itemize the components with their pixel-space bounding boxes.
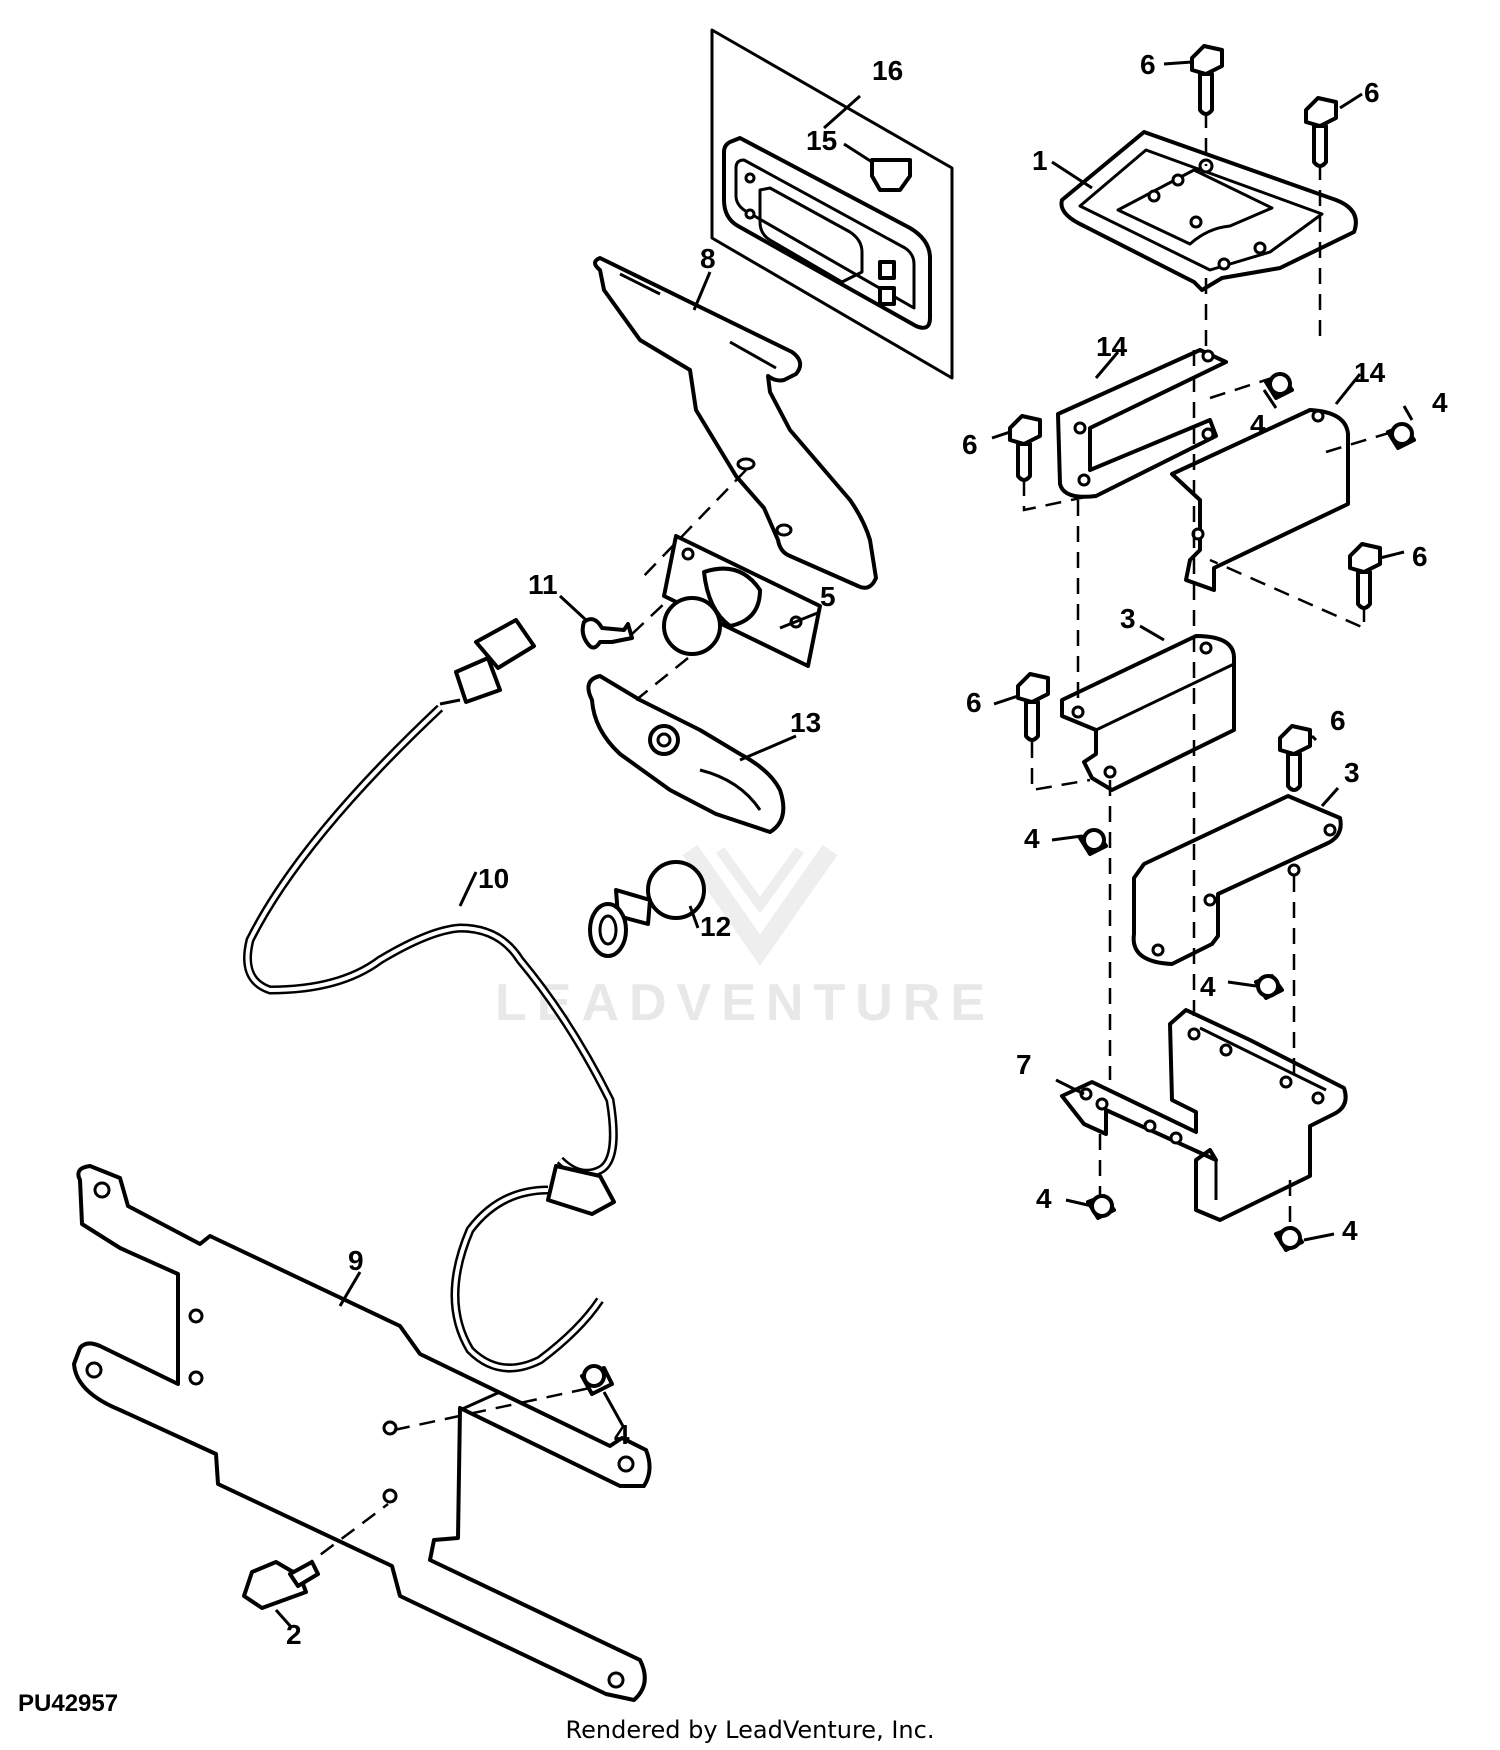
callout-14-right: 14 <box>1354 357 1386 388</box>
bracket-8 <box>593 256 878 590</box>
nut-4-a <box>1264 372 1294 400</box>
callout-4-plate: 4 <box>614 1419 630 1450</box>
display-panel-16 <box>710 28 954 380</box>
callout-14-left: 14 <box>1096 331 1128 362</box>
bracket-3-upper <box>1060 634 1236 792</box>
nut-4-f <box>1274 1226 1304 1252</box>
callout-1: 1 <box>1032 145 1048 176</box>
callout-6-mid-b: 6 <box>1412 541 1428 572</box>
harness-10 <box>243 618 618 1373</box>
callout-3-upper: 3 <box>1120 603 1136 634</box>
watermark-text: LEADVENTURE <box>495 974 995 1032</box>
callout-6-mid-a: 6 <box>962 429 978 460</box>
callout-4-a: 4 <box>1250 409 1266 440</box>
bolt-6-mid-b <box>1348 542 1382 610</box>
nut-4-e <box>1086 1194 1116 1220</box>
base-plate-9 <box>72 1164 652 1702</box>
figure-id: PU42957 <box>18 1690 119 1717</box>
bolt-6-low-b <box>1278 724 1312 792</box>
bolt-6-mid-a <box>1008 414 1042 482</box>
callout-3-lower: 3 <box>1344 757 1360 788</box>
callout-4-b: 4 <box>1432 387 1448 418</box>
leader-lines <box>274 60 1414 1629</box>
render-credit: Rendered by LeadVenture, Inc. <box>565 1716 935 1744</box>
callout-4-e: 4 <box>1036 1183 1052 1214</box>
callout-6-low-b: 6 <box>1330 705 1346 736</box>
bracket-3-lower <box>1131 794 1343 966</box>
bolt-6-low-a <box>1016 672 1050 742</box>
bracket-14-right <box>1170 408 1350 592</box>
nut-4-b <box>1386 422 1416 450</box>
ball-mount-12 <box>588 860 706 958</box>
callout-6-top-b: 6 <box>1364 77 1380 108</box>
clip-15 <box>870 158 912 192</box>
callout-4-c: 4 <box>1024 823 1040 854</box>
arm-13 <box>586 674 786 834</box>
bolt-2 <box>242 1560 320 1610</box>
bracket-14-left <box>1056 348 1228 499</box>
callout-5: 5 <box>820 581 836 612</box>
callout-6-top-a: 6 <box>1140 49 1156 80</box>
nut-4-d <box>1254 974 1284 1000</box>
bolt-6-top-b <box>1304 96 1338 168</box>
callout-13: 13 <box>790 707 821 738</box>
callout-16: 16 <box>872 55 903 86</box>
bolt-6-top-a <box>1190 44 1224 116</box>
callout-12: 12 <box>700 911 731 942</box>
callout-7: 7 <box>1016 1049 1032 1080</box>
bracket-7 <box>1060 1008 1348 1222</box>
callout-15: 15 <box>806 125 837 156</box>
callout-4-f: 4 <box>1342 1215 1358 1246</box>
tray-1 <box>1059 130 1358 292</box>
nut-4-plate <box>580 1364 614 1396</box>
callout-11: 11 <box>528 569 558 600</box>
callout-4-d: 4 <box>1200 971 1216 1002</box>
watermark-logo <box>682 844 838 966</box>
callout-2: 2 <box>286 1619 302 1650</box>
nut-4-c <box>1078 828 1108 856</box>
callout-8: 8 <box>700 243 716 274</box>
callout-9: 9 <box>348 1245 364 1276</box>
thumb-screw-11 <box>580 617 634 650</box>
callout-10: 10 <box>478 863 509 894</box>
callout-6-low-a: 6 <box>966 687 982 718</box>
